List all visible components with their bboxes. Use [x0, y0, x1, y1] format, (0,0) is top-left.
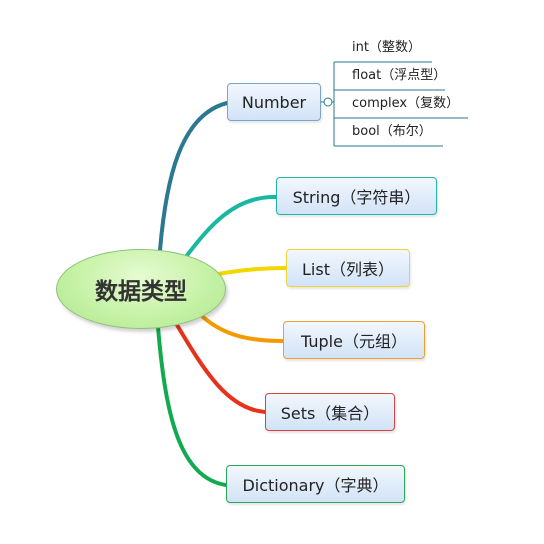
topic-sets[interactable]: Sets（集合）	[265, 393, 395, 431]
topic-list[interactable]: List（列表）	[286, 249, 410, 287]
number-children-connectors	[321, 61, 468, 147]
topic-dictionary[interactable]: Dictionary（字典）	[226, 465, 405, 503]
topic-number[interactable]: Number	[227, 83, 321, 121]
collapse-toggle-icon[interactable]	[323, 97, 333, 107]
subtopic-int-label: int（整数）	[352, 40, 421, 55]
topic-sets-label: Sets（集合）	[280, 404, 380, 423]
topic-dictionary-label: Dictionary（字典）	[242, 476, 389, 495]
dictionary-branch-line	[156, 325, 228, 487]
subtopic-float[interactable]: float（浮点型）	[352, 68, 446, 84]
number-branch-line	[158, 101, 229, 252]
subtopic-bool[interactable]: bool（布尔）	[352, 124, 432, 140]
subtopic-complex-label: complex（复数）	[352, 96, 460, 111]
root-topic[interactable]: 数据类型	[56, 249, 226, 329]
topic-number-label: Number	[241, 92, 307, 112]
topic-string-label: String（字符串）	[292, 188, 421, 207]
root-topic-label: 数据类型	[95, 279, 187, 305]
tuple-branch-line	[201, 315, 285, 343]
list-branch-line	[216, 266, 288, 276]
topic-tuple[interactable]: Tuple（元组）	[283, 321, 425, 359]
subtopic-bool-label: bool（布尔）	[352, 124, 432, 139]
topic-list-label: List（列表）	[302, 260, 394, 279]
subtopic-complex[interactable]: complex（复数）	[352, 96, 459, 112]
sets-branch-line	[175, 323, 267, 414]
string-branch-line	[183, 194, 278, 260]
topic-string[interactable]: String（字符串）	[276, 177, 437, 215]
subtopic-int[interactable]: int（整数）	[352, 40, 421, 56]
topic-tuple-label: Tuple（元组）	[301, 332, 407, 351]
subtopic-float-label: float（浮点型）	[352, 68, 447, 83]
